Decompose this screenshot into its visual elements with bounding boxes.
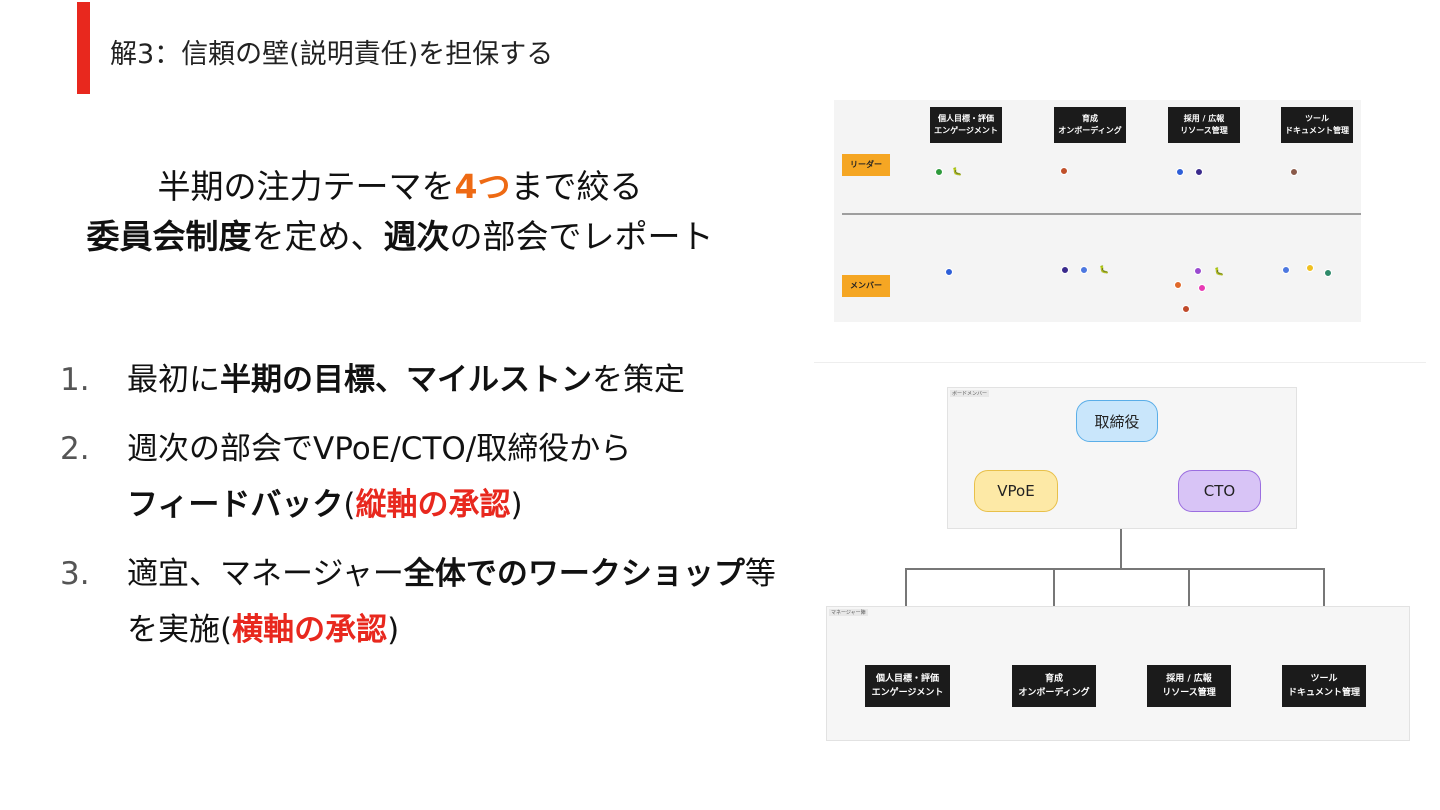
avatar — [1194, 267, 1202, 275]
list-text: を策定 — [592, 362, 685, 398]
matrix-column-label: ツール — [1305, 114, 1329, 123]
headline-bold: 週次 — [383, 217, 450, 256]
managers-label: マネージャー陣 — [829, 609, 868, 616]
headline-text: を定め、 — [251, 217, 384, 256]
list-red-highlight: 横軸の承認 — [232, 612, 388, 648]
headline-text: 半期の注力テーマを — [157, 167, 455, 206]
avatar — [1061, 266, 1069, 274]
row-divider — [842, 213, 1361, 215]
committee-label: エンゲージメント — [871, 688, 944, 698]
node-cto: CTO — [1178, 470, 1261, 512]
list-number: 2. — [60, 431, 90, 467]
matrix-column-header: 採用 / 広報 リソース管理 — [1168, 107, 1240, 143]
list-text: 週次の部会でVPoE/CTO/取締役から — [127, 431, 632, 467]
headline-text: まで絞る — [510, 167, 643, 206]
headline-highlight: 4つ — [454, 167, 511, 206]
matrix-column-label: 個人目標・評価 — [938, 114, 994, 123]
committee-matrix: 個人目標・評価 エンゲージメント 育成 オンボーディング 採用 / 広報 リソー… — [834, 100, 1361, 322]
committee-box: 育成 オンボーディング — [1012, 665, 1096, 707]
committee-label: 個人目標・評価 — [875, 674, 939, 684]
committee-label: 育成 — [1044, 674, 1063, 684]
committee-box: 個人目標・評価 エンゲージメント — [865, 665, 950, 707]
matrix-column-label: 育成 — [1082, 114, 1098, 123]
avatar — [1306, 264, 1314, 272]
list-number: 3. — [60, 556, 90, 592]
list-bold: フィードバック — [127, 487, 344, 523]
headline-text: の部会でレポート — [449, 217, 714, 256]
matrix-column-header: 育成 オンボーディング — [1054, 107, 1126, 143]
headline-bold: 委員会制度 — [86, 217, 252, 256]
committee-label: オンボーディング — [1018, 688, 1090, 698]
avatar — [1198, 284, 1206, 292]
row-tag-leader: リーダー — [842, 154, 890, 176]
committee-label: ドキュメント管理 — [1287, 688, 1360, 698]
committee-box: 採用 / 広報 リソース管理 — [1147, 665, 1231, 707]
committee-label: 採用 / 広報 — [1166, 674, 1212, 684]
headline-line-1: 半期の注力テーマを4つまで絞る — [40, 162, 760, 212]
board-label: ボードメンバー — [950, 390, 990, 397]
committee-box: ツール ドキュメント管理 — [1282, 665, 1366, 707]
list-item: 2. 週次の部会でVPoE/CTO/取締役から フィードバック(縦軸の承認) — [60, 421, 780, 533]
avatar — [1282, 266, 1290, 274]
matrix-column-label: オンボーディング — [1058, 126, 1122, 135]
committee-label: リソース管理 — [1162, 688, 1216, 698]
list-item: 3. 適宜、マネージャー全体でのワークショップ等を実施(横軸の承認) — [60, 546, 780, 658]
matrix-column-label: 採用 / 広報 — [1183, 114, 1225, 123]
numbered-list: 1. 最初に半期の目標、マイルストンを策定 2. 週次の部会でVPoE/CTO/… — [60, 352, 780, 671]
matrix-column-header: ツール ドキュメント管理 — [1281, 107, 1353, 143]
avatar — [1290, 168, 1298, 176]
list-bold: 半期の目標、マイルストン — [220, 362, 592, 398]
avatar — [1324, 269, 1332, 277]
list-text: ) — [387, 612, 400, 648]
list-text: 適宜、マネージャー — [127, 556, 404, 592]
headline: 半期の注力テーマを4つまで絞る 委員会制度を定め、週次の部会でレポート — [40, 162, 760, 262]
committee-label: ツール — [1310, 674, 1338, 684]
node-vpoe: VPoE — [974, 470, 1058, 512]
bug-icon: 🐛 — [1214, 267, 1224, 276]
list-red-highlight: 縦軸の承認 — [355, 487, 511, 523]
matrix-column-label: エンゲージメント — [934, 126, 998, 135]
list-item: 1. 最初に半期の目標、マイルストンを策定 — [60, 352, 780, 408]
list-text: 最初に — [127, 362, 220, 398]
list-text: 等を実施( — [127, 556, 776, 648]
headline-line-2: 委員会制度を定め、週次の部会でレポート — [40, 212, 760, 262]
bug-icon: 🐛 — [1099, 265, 1109, 274]
list-text: ( — [343, 487, 356, 523]
avatar — [1182, 305, 1190, 313]
list-text: ) — [510, 487, 523, 523]
avatar — [1060, 167, 1068, 175]
row-tag-member: メンバー — [842, 275, 890, 297]
title-accent-bar — [77, 2, 90, 94]
matrix-column-label: リソース管理 — [1180, 126, 1228, 135]
matrix-column-label: ドキュメント管理 — [1285, 126, 1349, 135]
avatar — [945, 268, 953, 276]
bug-icon: 🐛 — [952, 167, 962, 176]
slide-title: 解3：信頼の壁(説明責任)を担保する — [110, 39, 554, 70]
avatar — [1195, 168, 1203, 176]
avatar — [1176, 168, 1184, 176]
list-number: 1. — [60, 362, 90, 398]
avatar — [1174, 281, 1182, 289]
list-bold: 全体でのワークショップ — [403, 556, 745, 592]
matrix-column-header: 個人目標・評価 エンゲージメント — [930, 107, 1002, 143]
section-separator — [814, 362, 1426, 363]
node-board-director: 取締役 — [1076, 400, 1158, 442]
avatar — [1080, 266, 1088, 274]
avatar — [935, 168, 943, 176]
